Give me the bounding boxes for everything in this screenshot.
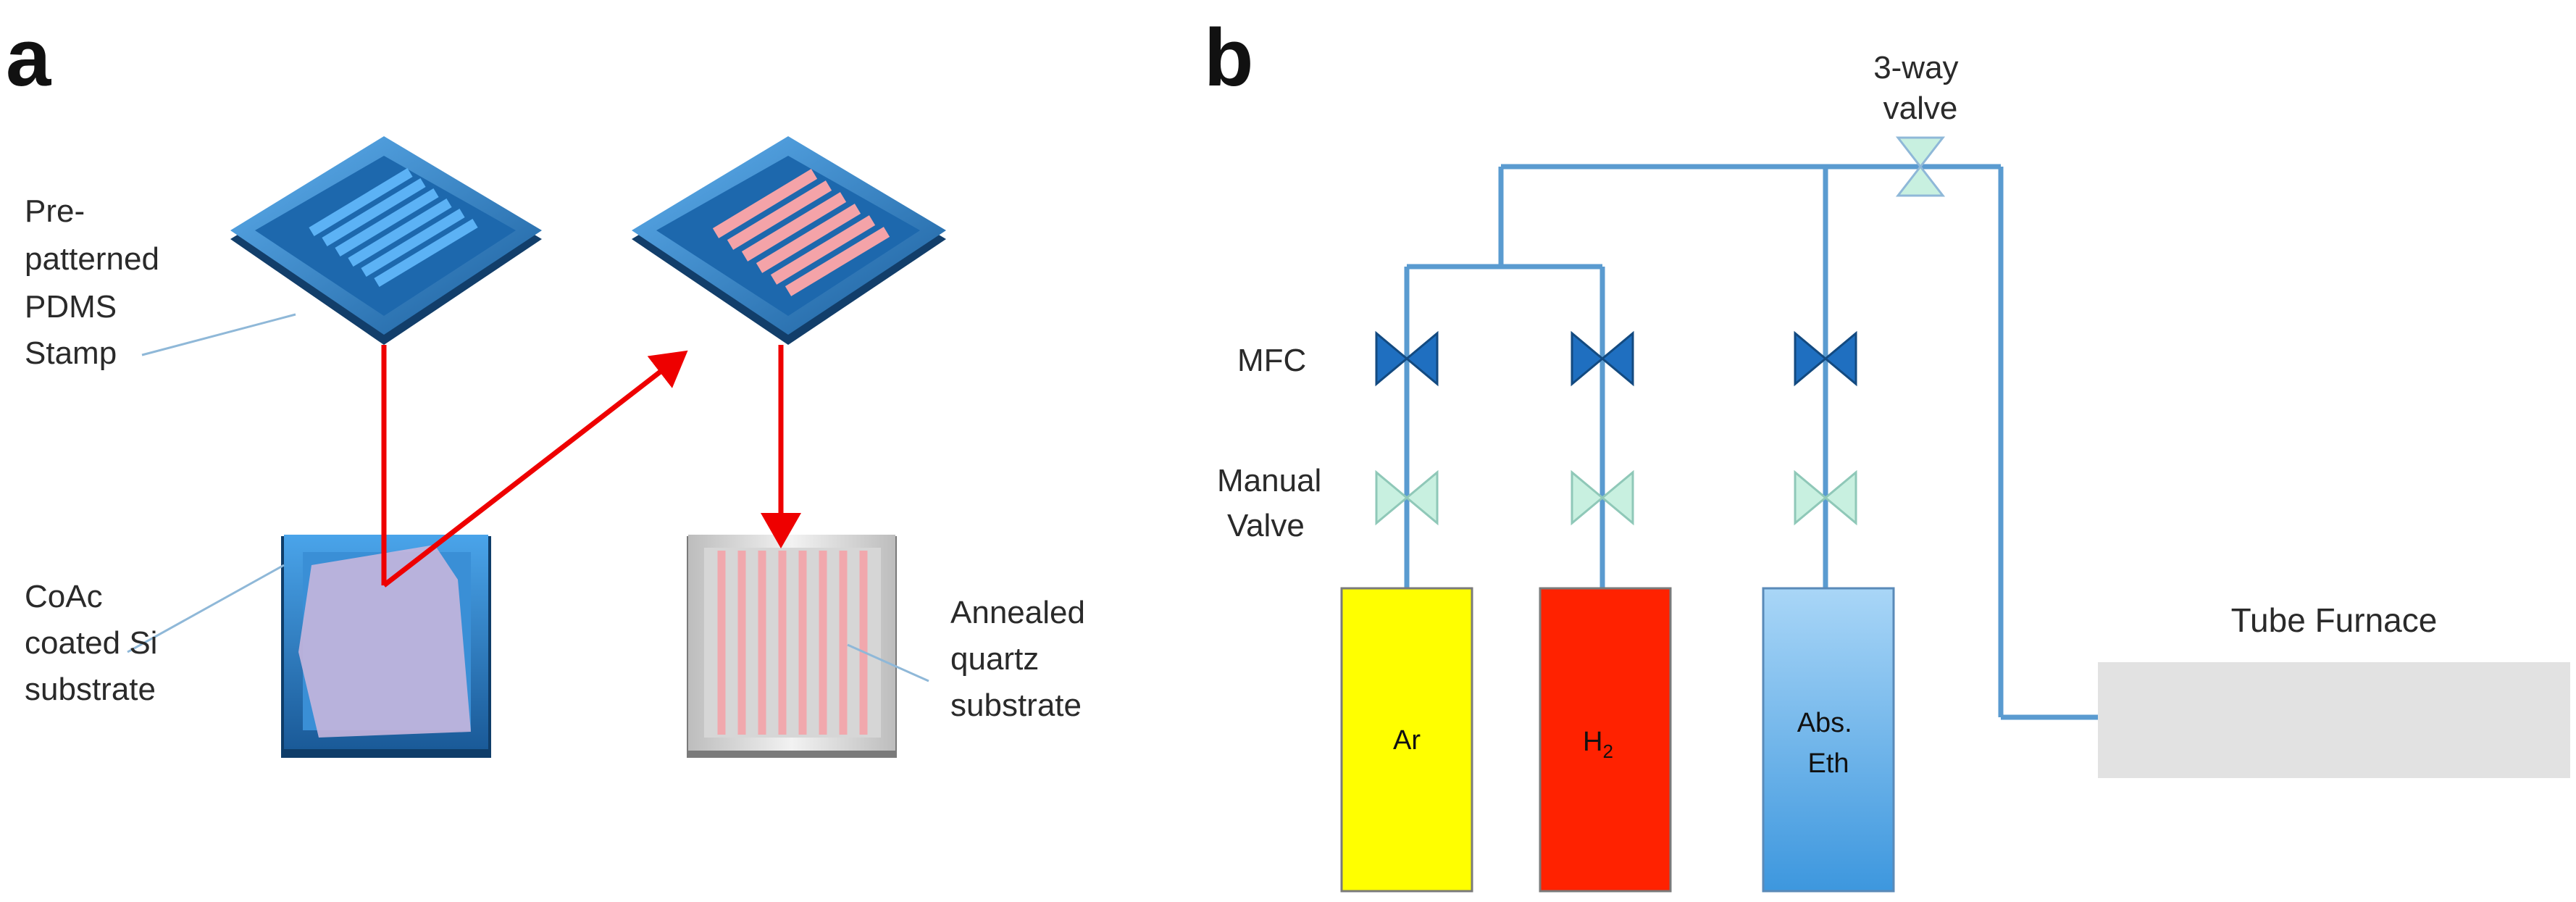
pdms-stamp-1 — [230, 136, 542, 345]
leader-lines — [127, 313, 929, 682]
mfc-label: MFC — [1237, 343, 1306, 378]
gas-pipes — [1404, 164, 2098, 720]
coac-film — [298, 545, 471, 738]
si-substrate — [281, 535, 491, 758]
mfc-valve-ar-left — [1375, 330, 1409, 387]
stamp-1-channels — [309, 168, 478, 287]
cylinder-ar-label: Ar — [1393, 725, 1421, 756]
manual-valve-label: Manual Valve — [1217, 463, 1331, 543]
cylinder-h2 — [1539, 587, 1672, 893]
cylinder-ethanol — [1762, 587, 1895, 893]
mfc-valve-eth-left — [1794, 330, 1828, 387]
quartz-substrate-label: Annealed quartz substrate — [950, 595, 1094, 723]
quartz-substrate — [687, 535, 897, 758]
si-substrate-label: CoAc coated Si substrate — [25, 579, 167, 707]
stamp-2-catalyst-lines — [712, 169, 890, 296]
cnt-lines — [717, 551, 868, 735]
mfc-valve-ar-right — [1405, 330, 1439, 387]
gas-cylinders — [1340, 587, 1895, 893]
mfc-valve-h2-left — [1571, 330, 1605, 387]
pdms-stamp-2 — [632, 136, 946, 345]
cylinder-h2-label: H2 — [1583, 727, 1613, 762]
cylinder-ethanol-label: Abs. Eth — [1797, 708, 1860, 779]
panel-a-label: a — [6, 12, 51, 103]
mfc-valve-h2-right — [1600, 330, 1634, 387]
three-way-valve — [1895, 136, 1946, 197]
cylinder-ar — [1340, 587, 1473, 893]
manual-valves — [1375, 469, 1857, 526]
mfc-valve-eth-right — [1823, 330, 1857, 387]
process-arrows — [381, 345, 801, 588]
panel-b-label: b — [1204, 12, 1253, 103]
mfc-valves — [1375, 330, 1857, 387]
tube-furnace-label: Tube Furnace — [2231, 601, 2438, 639]
three-way-valve-label: 3-way valve — [1873, 50, 1967, 126]
stamp-label: Pre- patterned PDMS Stamp — [25, 193, 168, 371]
tube-furnace — [2098, 662, 2570, 778]
